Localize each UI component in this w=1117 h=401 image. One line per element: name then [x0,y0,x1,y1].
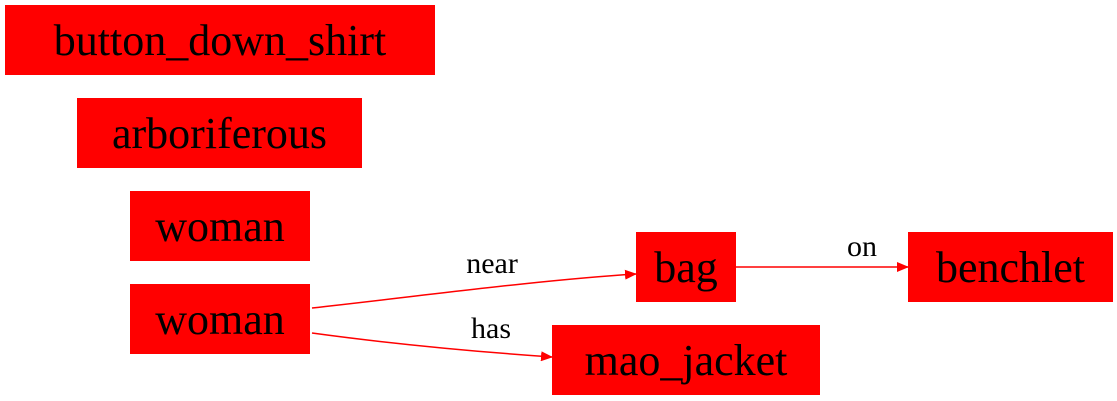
node-label: benchlet [936,243,1085,292]
node-label: woman [155,202,285,251]
node-woman-1: woman [130,191,310,261]
node-mao-jacket: mao_jacket [552,325,820,395]
node-box [908,232,1113,302]
node-label: mao_jacket [585,336,788,385]
node-label: bag [654,243,718,292]
node-button-down-shirt: button_down_shirt [5,5,435,75]
edge-bag-on-benchlet: on [736,230,909,272]
node-label: woman [155,295,285,344]
node-bag: bag [636,232,736,302]
edge-woman-near-bag: near [311,247,637,309]
node-label: arboriferous [112,109,327,158]
node-box [130,191,310,261]
edge-label-near: near [466,247,518,280]
node-arboriferous: arboriferous [77,98,362,168]
node-box [130,284,310,354]
edge-label-has: has [471,312,511,345]
node-box [552,325,820,395]
edge-line [311,269,637,309]
node-box [77,98,362,168]
edge-label-on: on [847,230,877,263]
node-box [5,5,435,75]
node-woman-2: woman [130,284,310,354]
edge-line [311,332,553,362]
node-box [636,232,736,302]
node-benchlet: benchlet [908,232,1113,302]
edge-woman-has-mao-jacket: has [311,312,553,362]
node-label: button_down_shirt [54,16,386,65]
